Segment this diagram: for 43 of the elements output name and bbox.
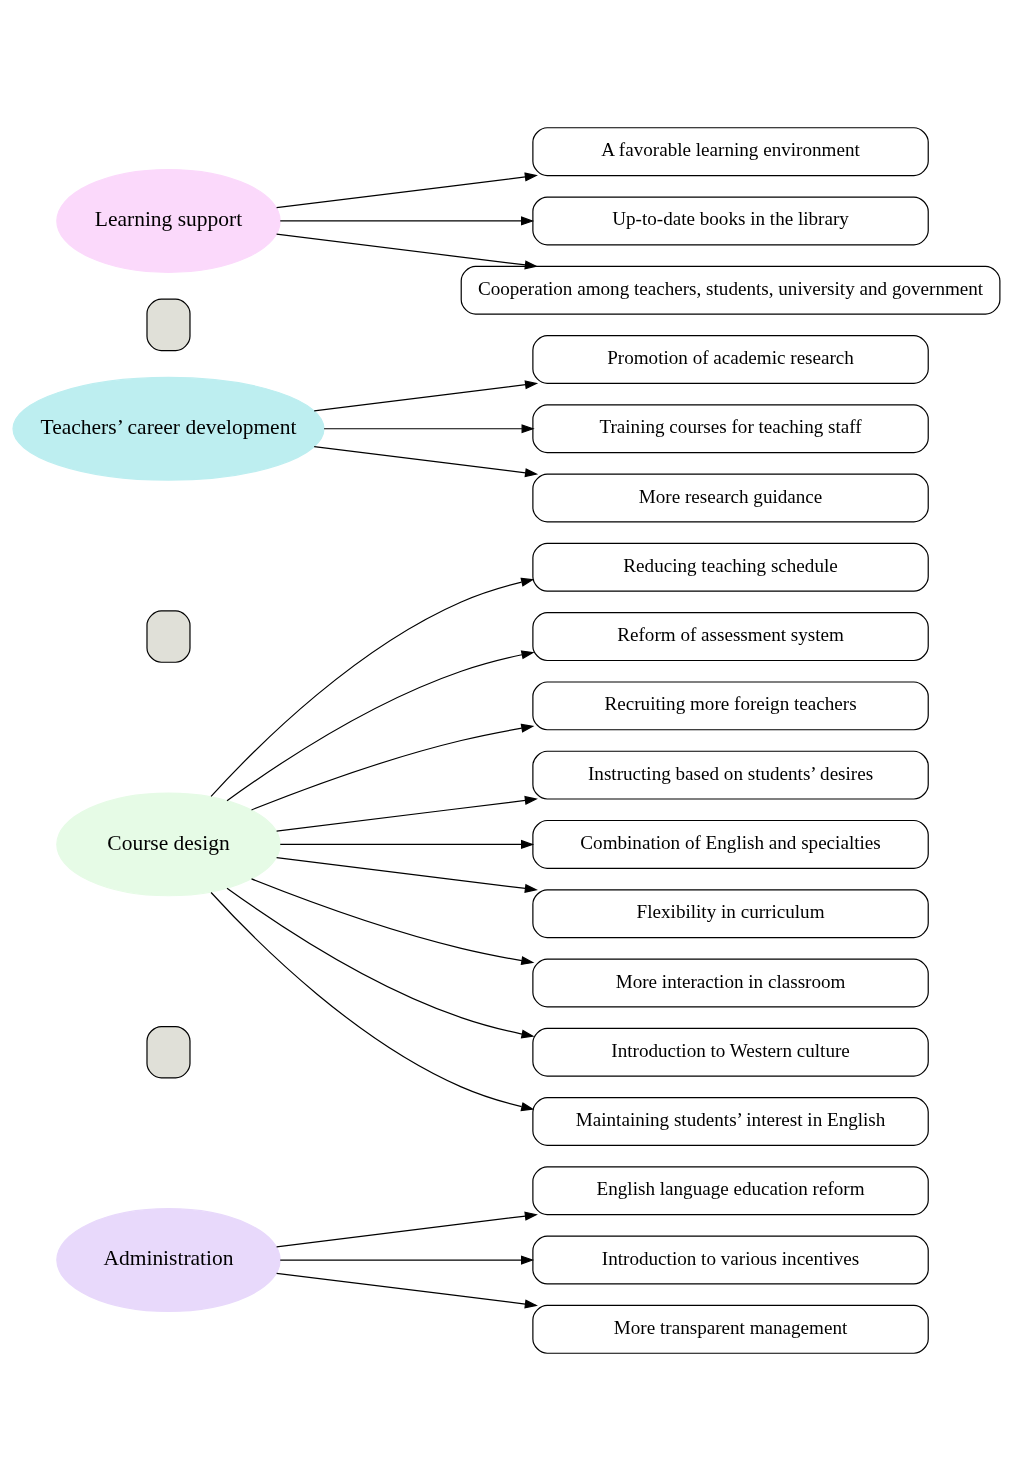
node-box: Recruiting more foreign teachers <box>532 681 929 731</box>
node-plus <box>146 1025 191 1079</box>
arrow <box>250 878 535 966</box>
arrow <box>276 795 538 832</box>
node-box: Introduction to various incentives <box>532 1235 929 1285</box>
arrow <box>276 857 538 893</box>
node-box: More transparent management <box>532 1304 929 1354</box>
arrow <box>276 172 538 209</box>
node-plus <box>146 298 191 352</box>
arrow <box>279 1255 535 1265</box>
node-box: Up-to-date books in the library <box>532 196 929 246</box>
node-box: Introduction to Western culture <box>532 1027 929 1077</box>
node-box: More interaction in classroom <box>532 958 929 1008</box>
node-box: Flexibility in curriculum <box>532 889 929 939</box>
node-box: Instructing based on students’ desires <box>532 750 929 800</box>
arrow <box>276 233 538 270</box>
node-box: Reducing teaching schedule <box>532 542 929 592</box>
arrow <box>226 650 535 802</box>
node-box: A favorable learning environment <box>532 127 929 177</box>
arrow <box>323 424 535 434</box>
node-box: Training courses for teaching staff <box>532 404 929 454</box>
arrow <box>313 380 539 412</box>
arrow <box>210 577 535 797</box>
node-box: More research guidance <box>532 473 929 523</box>
arrow <box>279 839 535 849</box>
node-box: Cooperation among teachers, students, university and government <box>460 265 1001 315</box>
arrow <box>279 216 535 226</box>
arrow <box>276 1211 538 1248</box>
node-plus <box>146 610 191 663</box>
arrow <box>226 887 535 1039</box>
arrow <box>276 1272 538 1309</box>
node-ellipse: Teachers’ career development <box>12 376 325 481</box>
node-box: Promotion of academic research <box>532 335 929 384</box>
node-box: Combination of English and specialties <box>532 819 929 869</box>
node-ellipse: Course design <box>56 792 281 897</box>
node-box: English language education reform <box>532 1166 929 1216</box>
node-ellipse: Learning support <box>56 169 281 273</box>
arrow <box>210 891 535 1112</box>
arrow <box>313 446 539 478</box>
node-box: Reform of assessment system <box>532 612 929 662</box>
node-ellipse: Administration <box>56 1208 281 1312</box>
node-box: Maintaining students’ interest in English <box>532 1097 929 1146</box>
arrow <box>250 723 535 811</box>
